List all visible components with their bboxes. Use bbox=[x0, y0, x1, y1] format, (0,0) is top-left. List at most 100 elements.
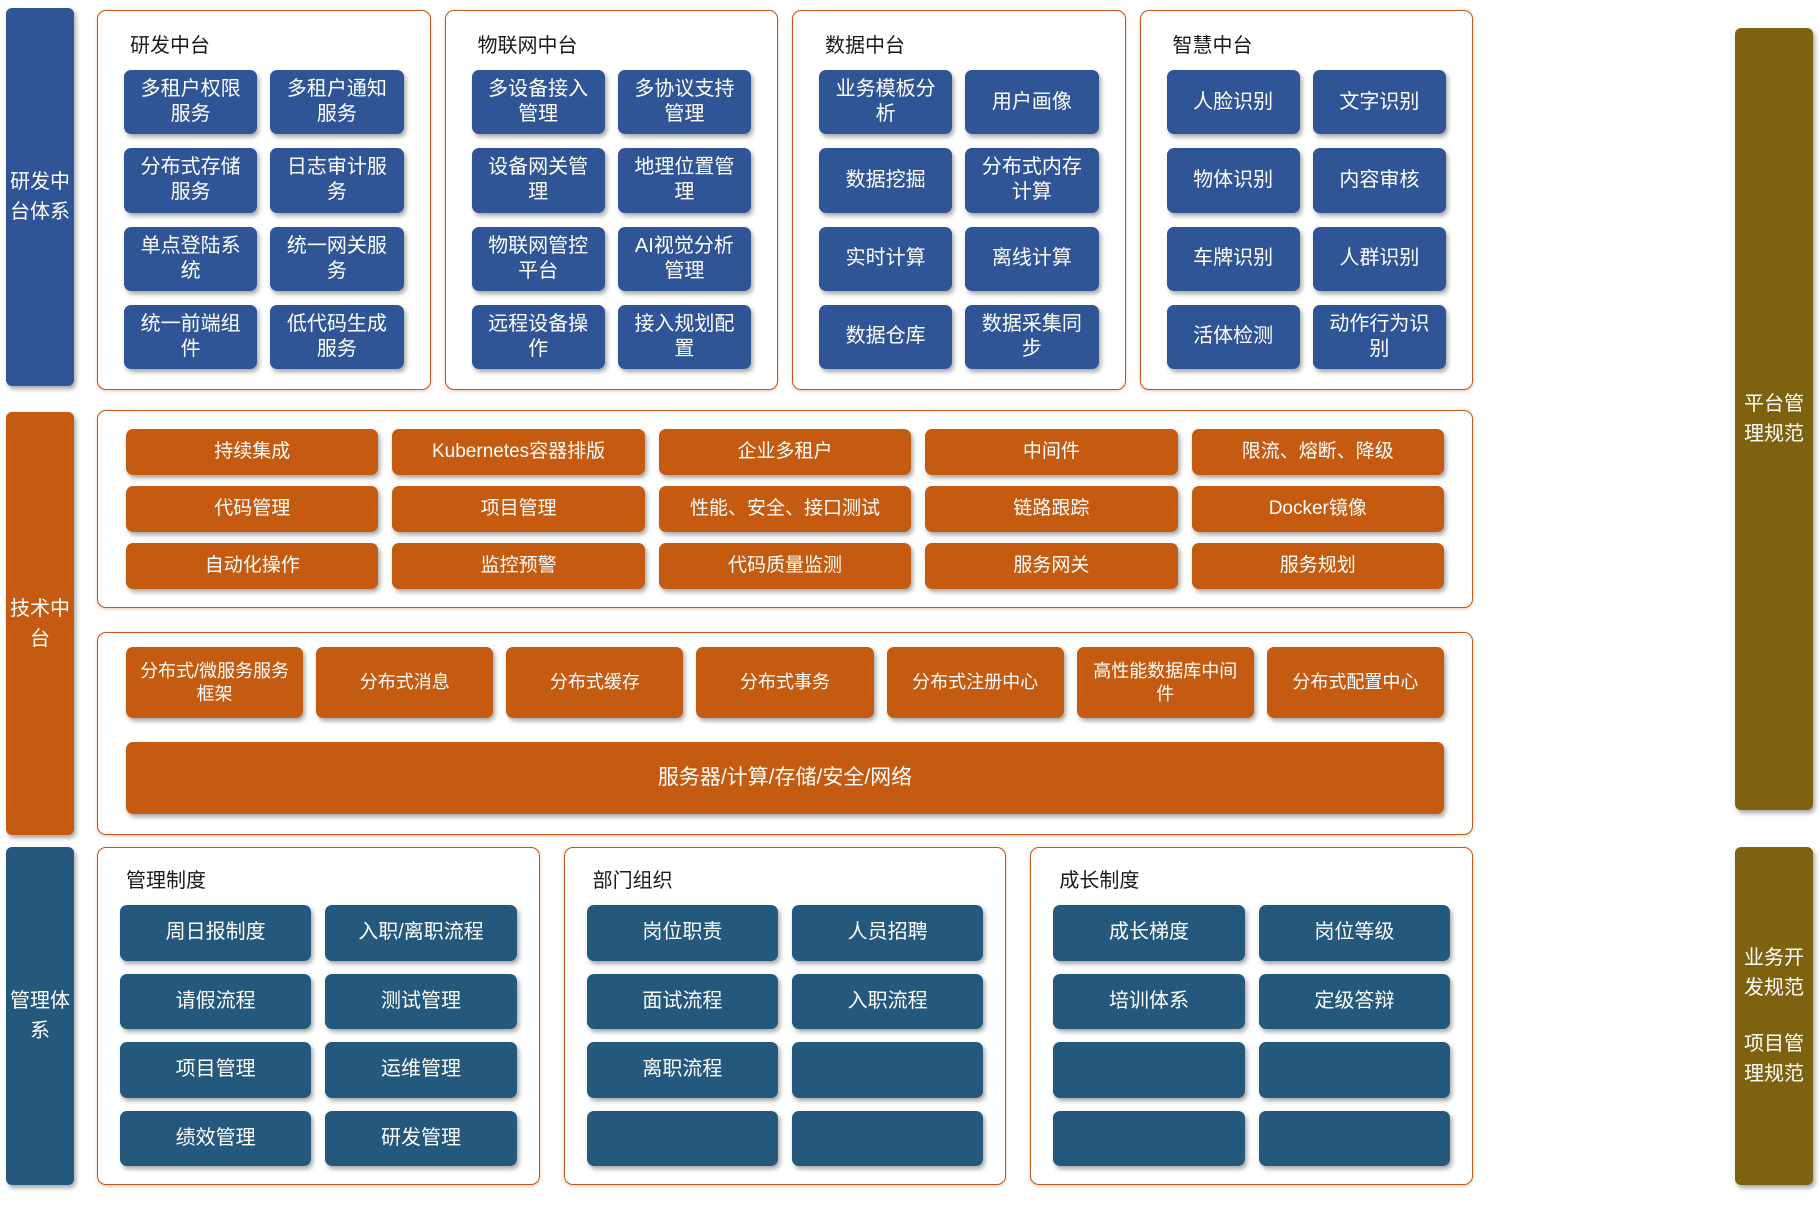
capability-chip: 日志审计服务 bbox=[270, 148, 404, 213]
project-mgmt-spec-label: 项目管理规范 bbox=[1744, 1033, 1804, 1085]
ops-chip: 服务网关 bbox=[925, 543, 1178, 589]
capability-chip: 远程设备操作 bbox=[471, 304, 605, 369]
infra-row: 分布式/微服务服务框架分布式消息分布式缓存分布式事务分布式注册中心高性能数据库中… bbox=[126, 647, 1444, 719]
capability-grid: 多租户权限服务多租户通知服务分布式存储服务日志审计服务单点登陆系统统一网关服务统… bbox=[124, 70, 404, 369]
ops-chip: 链路跟踪 bbox=[925, 486, 1178, 532]
management-chip bbox=[1258, 1042, 1451, 1098]
ops-chip: Kubernetes容器排版 bbox=[392, 429, 645, 475]
infra-chip: 分布式配置中心 bbox=[1266, 647, 1444, 719]
group-department-org: 部门组织 岗位职责人员招聘面试流程入职流程离职流程 bbox=[563, 847, 1007, 1185]
capability-chip: 统一网关服务 bbox=[270, 226, 404, 291]
management-chip: 绩效管理 bbox=[120, 1110, 312, 1166]
rail-platform-management-spec: 平台管理规范 bbox=[1735, 28, 1813, 810]
management-band: 管理制度 周日报制度入职/离职流程请假流程测试管理项目管理运维管理绩效管理研发管… bbox=[97, 847, 1474, 1185]
capability-chip: AI视觉分析管理 bbox=[617, 226, 751, 291]
group-title: 智慧中台 bbox=[1172, 35, 1253, 57]
rail-biz-dev-spec: 业务开发规范 项目管理规范 bbox=[1735, 847, 1813, 1185]
capability-grid: 成长梯度岗位等级培训体系定级答辩 bbox=[1053, 905, 1451, 1166]
ops-chip: Docker镜像 bbox=[1191, 486, 1444, 532]
group-ai-platform: 智慧中台 人脸识别文字识别物体识别内容审核车牌识别人群识别活体检测动作行为识别 bbox=[1139, 10, 1473, 390]
management-chip bbox=[792, 1042, 984, 1098]
rail-management-system: 管理体系 bbox=[6, 847, 74, 1185]
infra-chip: 分布式/微服务服务框架 bbox=[126, 647, 304, 719]
capability-chip: 接入规划配置 bbox=[617, 304, 751, 369]
ops-chip: 代码质量监测 bbox=[658, 543, 912, 589]
group-data-platform: 数据中台 业务模板分析用户画像数据挖掘分布式内存计算实时计算离线计算数据仓库数据… bbox=[792, 10, 1126, 390]
ops-chip: 监控预警 bbox=[392, 543, 645, 589]
management-chip: 周日报制度 bbox=[120, 905, 312, 961]
management-chip: 测试管理 bbox=[325, 973, 517, 1029]
capability-chip: 数据仓库 bbox=[819, 304, 953, 369]
capability-chip: 地理位置管理 bbox=[617, 148, 751, 213]
rail-tech-platform: 技术中台 bbox=[6, 412, 74, 835]
management-chip: 入职/离职流程 bbox=[325, 905, 517, 961]
capability-grid: 人脸识别文字识别物体识别内容审核车牌识别人群识别活体检测动作行为识别 bbox=[1166, 70, 1446, 369]
ops-chip: 企业多租户 bbox=[658, 429, 912, 475]
capability-chip: 数据挖掘 bbox=[819, 148, 953, 213]
management-chip bbox=[586, 1110, 778, 1166]
management-chip: 岗位职责 bbox=[586, 905, 778, 961]
biz-dev-spec-label: 业务开发规范 bbox=[1744, 947, 1804, 999]
ops-chip: 中间件 bbox=[925, 429, 1178, 475]
capability-chip: 统一前端组件 bbox=[124, 304, 258, 369]
tech-infra-box: 分布式/微服务服务框架分布式消息分布式缓存分布式事务分布式注册中心高性能数据库中… bbox=[97, 632, 1473, 835]
capability-chip: 分布式内存计算 bbox=[965, 148, 1099, 213]
management-chip bbox=[1053, 1042, 1245, 1098]
group-title: 数据中台 bbox=[825, 35, 905, 57]
capability-chip: 人群识别 bbox=[1312, 226, 1446, 291]
capability-grid: 业务模板分析用户画像数据挖掘分布式内存计算实时计算离线计算数据仓库数据采集同步 bbox=[819, 70, 1099, 369]
rail-rd-platform-system: 研发中台体系 bbox=[6, 8, 74, 386]
management-chip: 入职流程 bbox=[792, 973, 984, 1029]
management-chip: 研发管理 bbox=[325, 1110, 517, 1166]
capability-chip: 车牌识别 bbox=[1166, 226, 1300, 291]
capability-chip: 离线计算 bbox=[965, 226, 1099, 291]
ops-chip: 自动化操作 bbox=[126, 543, 379, 589]
capability-chip: 文字识别 bbox=[1312, 70, 1446, 135]
group-title: 成长制度 bbox=[1059, 870, 1140, 892]
capability-chip: 多设备接入管理 bbox=[471, 70, 605, 135]
group-title: 部门组织 bbox=[592, 870, 673, 892]
capability-chip: 活体检测 bbox=[1166, 304, 1300, 369]
management-chip: 项目管理 bbox=[120, 1042, 312, 1098]
group-rd-platform: 研发中台 多租户权限服务多租户通知服务分布式存储服务日志审计服务单点登陆系统统一… bbox=[97, 10, 431, 390]
infra-chip: 分布式注册中心 bbox=[886, 647, 1064, 719]
top-platform-band: 研发中台 多租户权限服务多租户通知服务分布式存储服务日志审计服务单点登陆系统统一… bbox=[97, 10, 1473, 390]
capability-chip: 实时计算 bbox=[819, 226, 953, 291]
capability-chip: 单点登陆系统 bbox=[124, 226, 258, 291]
group-management-rules: 管理制度 周日报制度入职/离职流程请假流程测试管理项目管理运维管理绩效管理研发管… bbox=[97, 847, 540, 1185]
server-compute-storage-bar: 服务器/计算/存储/安全/网络 bbox=[126, 742, 1444, 814]
capability-chip: 人脸识别 bbox=[1166, 70, 1300, 135]
infra-chip: 分布式事务 bbox=[696, 647, 874, 719]
management-chip: 成长梯度 bbox=[1053, 905, 1245, 961]
capability-chip: 物联网管控平台 bbox=[471, 226, 605, 291]
group-growth-rules: 成长制度 成长梯度岗位等级培训体系定级答辩 bbox=[1030, 847, 1474, 1185]
management-chip: 定级答辩 bbox=[1258, 973, 1451, 1029]
infra-chip: 高性能数据库中间件 bbox=[1076, 647, 1254, 719]
capability-chip: 分布式存储服务 bbox=[124, 148, 258, 213]
ops-chip: 性能、安全、接口测试 bbox=[658, 486, 912, 532]
management-chip: 培训体系 bbox=[1053, 973, 1245, 1029]
group-title: 管理制度 bbox=[126, 870, 206, 892]
management-chip: 人员招聘 bbox=[792, 905, 984, 961]
capability-chip: 多租户权限服务 bbox=[124, 70, 258, 135]
management-chip: 离职流程 bbox=[586, 1042, 778, 1098]
capability-chip: 物体识别 bbox=[1166, 148, 1300, 213]
capability-grid: 周日报制度入职/离职流程请假流程测试管理项目管理运维管理绩效管理研发管理 bbox=[120, 905, 517, 1166]
group-title: 物联网中台 bbox=[477, 35, 578, 57]
ops-chip: 持续集成 bbox=[126, 429, 379, 475]
capability-chip: 内容审核 bbox=[1312, 148, 1446, 213]
management-chip: 运维管理 bbox=[325, 1042, 517, 1098]
management-chip bbox=[1258, 1110, 1451, 1166]
group-title: 研发中台 bbox=[130, 35, 210, 57]
capability-chip: 用户画像 bbox=[965, 70, 1099, 135]
capability-chip: 多租户通知服务 bbox=[270, 70, 404, 135]
capability-chip: 数据采集同步 bbox=[965, 304, 1099, 369]
management-chip bbox=[792, 1110, 984, 1166]
capability-chip: 动作行为识别 bbox=[1312, 304, 1446, 369]
capability-chip: 设备网关管理 bbox=[471, 148, 605, 213]
